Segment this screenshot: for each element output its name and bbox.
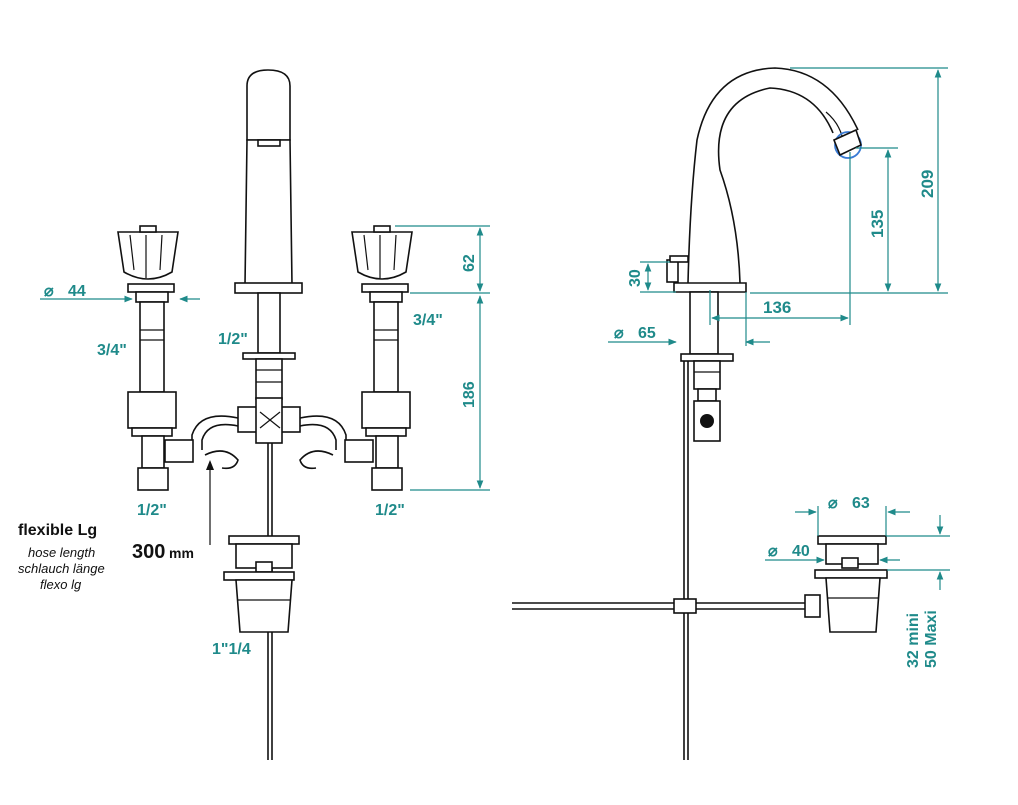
gooseneck-spout	[666, 67, 862, 442]
left-valve	[117, 225, 179, 491]
dim-30: 30	[627, 261, 676, 293]
thread-right-upper: 3/4"	[413, 312, 443, 329]
drain-lever	[512, 594, 821, 618]
thread-left-lower: 1/2"	[137, 502, 167, 519]
dim-209-label: 209	[918, 170, 937, 198]
dim-135-label: 135	[868, 210, 887, 238]
dim-vertical-front: 62 186	[395, 225, 490, 491]
side-drain	[814, 535, 888, 633]
dim-diameter-44: ⌀ 44	[40, 283, 200, 303]
hose-line-1: hose length	[28, 545, 95, 560]
drain-thread: 1"1/4	[212, 641, 251, 658]
thread-spout: 1/2"	[218, 331, 248, 348]
mixing-body	[164, 397, 374, 470]
thread-left-upper: 3/4"	[97, 342, 127, 359]
dim-32-label: 32 mini	[905, 613, 922, 668]
svg-text:⌀: ⌀	[768, 543, 778, 560]
dim-65: ⌀ 65	[608, 292, 770, 346]
hose-title: flexible Lg	[18, 522, 97, 539]
side-view: 209 135 136 30 ⌀ 65	[512, 67, 950, 760]
hose-length-unit: mm	[169, 545, 194, 561]
dim-135: 135	[856, 147, 898, 292]
spout-column	[234, 69, 303, 400]
hose-line-2: schlauch länge	[18, 561, 105, 576]
hose-line-3: flexo lg	[40, 577, 82, 592]
dim-63-label: 63	[852, 495, 870, 512]
dim-40-label: 40	[792, 543, 810, 560]
dim-44-label: 44	[68, 283, 86, 300]
hose-length-value: 300	[132, 541, 165, 563]
dim-63: ⌀ 63	[795, 495, 910, 536]
dim-136: 136	[709, 152, 851, 325]
svg-text:⌀: ⌀	[828, 495, 838, 512]
dim-209: 209	[750, 67, 948, 294]
dim-186-label: 186	[461, 381, 478, 408]
dim-40: ⌀ 40	[765, 543, 900, 564]
thread-right-lower: 1/2"	[375, 502, 405, 519]
right-valve	[351, 225, 413, 491]
dim-thickness: 32 mini 50 Maxi	[886, 515, 950, 668]
dim-30-label: 30	[627, 269, 644, 287]
front-view: ⌀ 44 62 186 3/4" 3/4" 1/2" 1/2" 1/2" 1"1…	[18, 69, 490, 760]
hose-pointer-arrow	[206, 460, 214, 470]
dim-65-label: 65	[638, 325, 656, 342]
svg-text:⌀: ⌀	[614, 325, 624, 342]
dim-136-label: 136	[763, 298, 791, 317]
dim-50-label: 50 Maxi	[923, 610, 940, 668]
svg-text:⌀: ⌀	[44, 283, 54, 300]
front-drain	[223, 535, 300, 633]
dim-62-label: 62	[461, 254, 478, 272]
